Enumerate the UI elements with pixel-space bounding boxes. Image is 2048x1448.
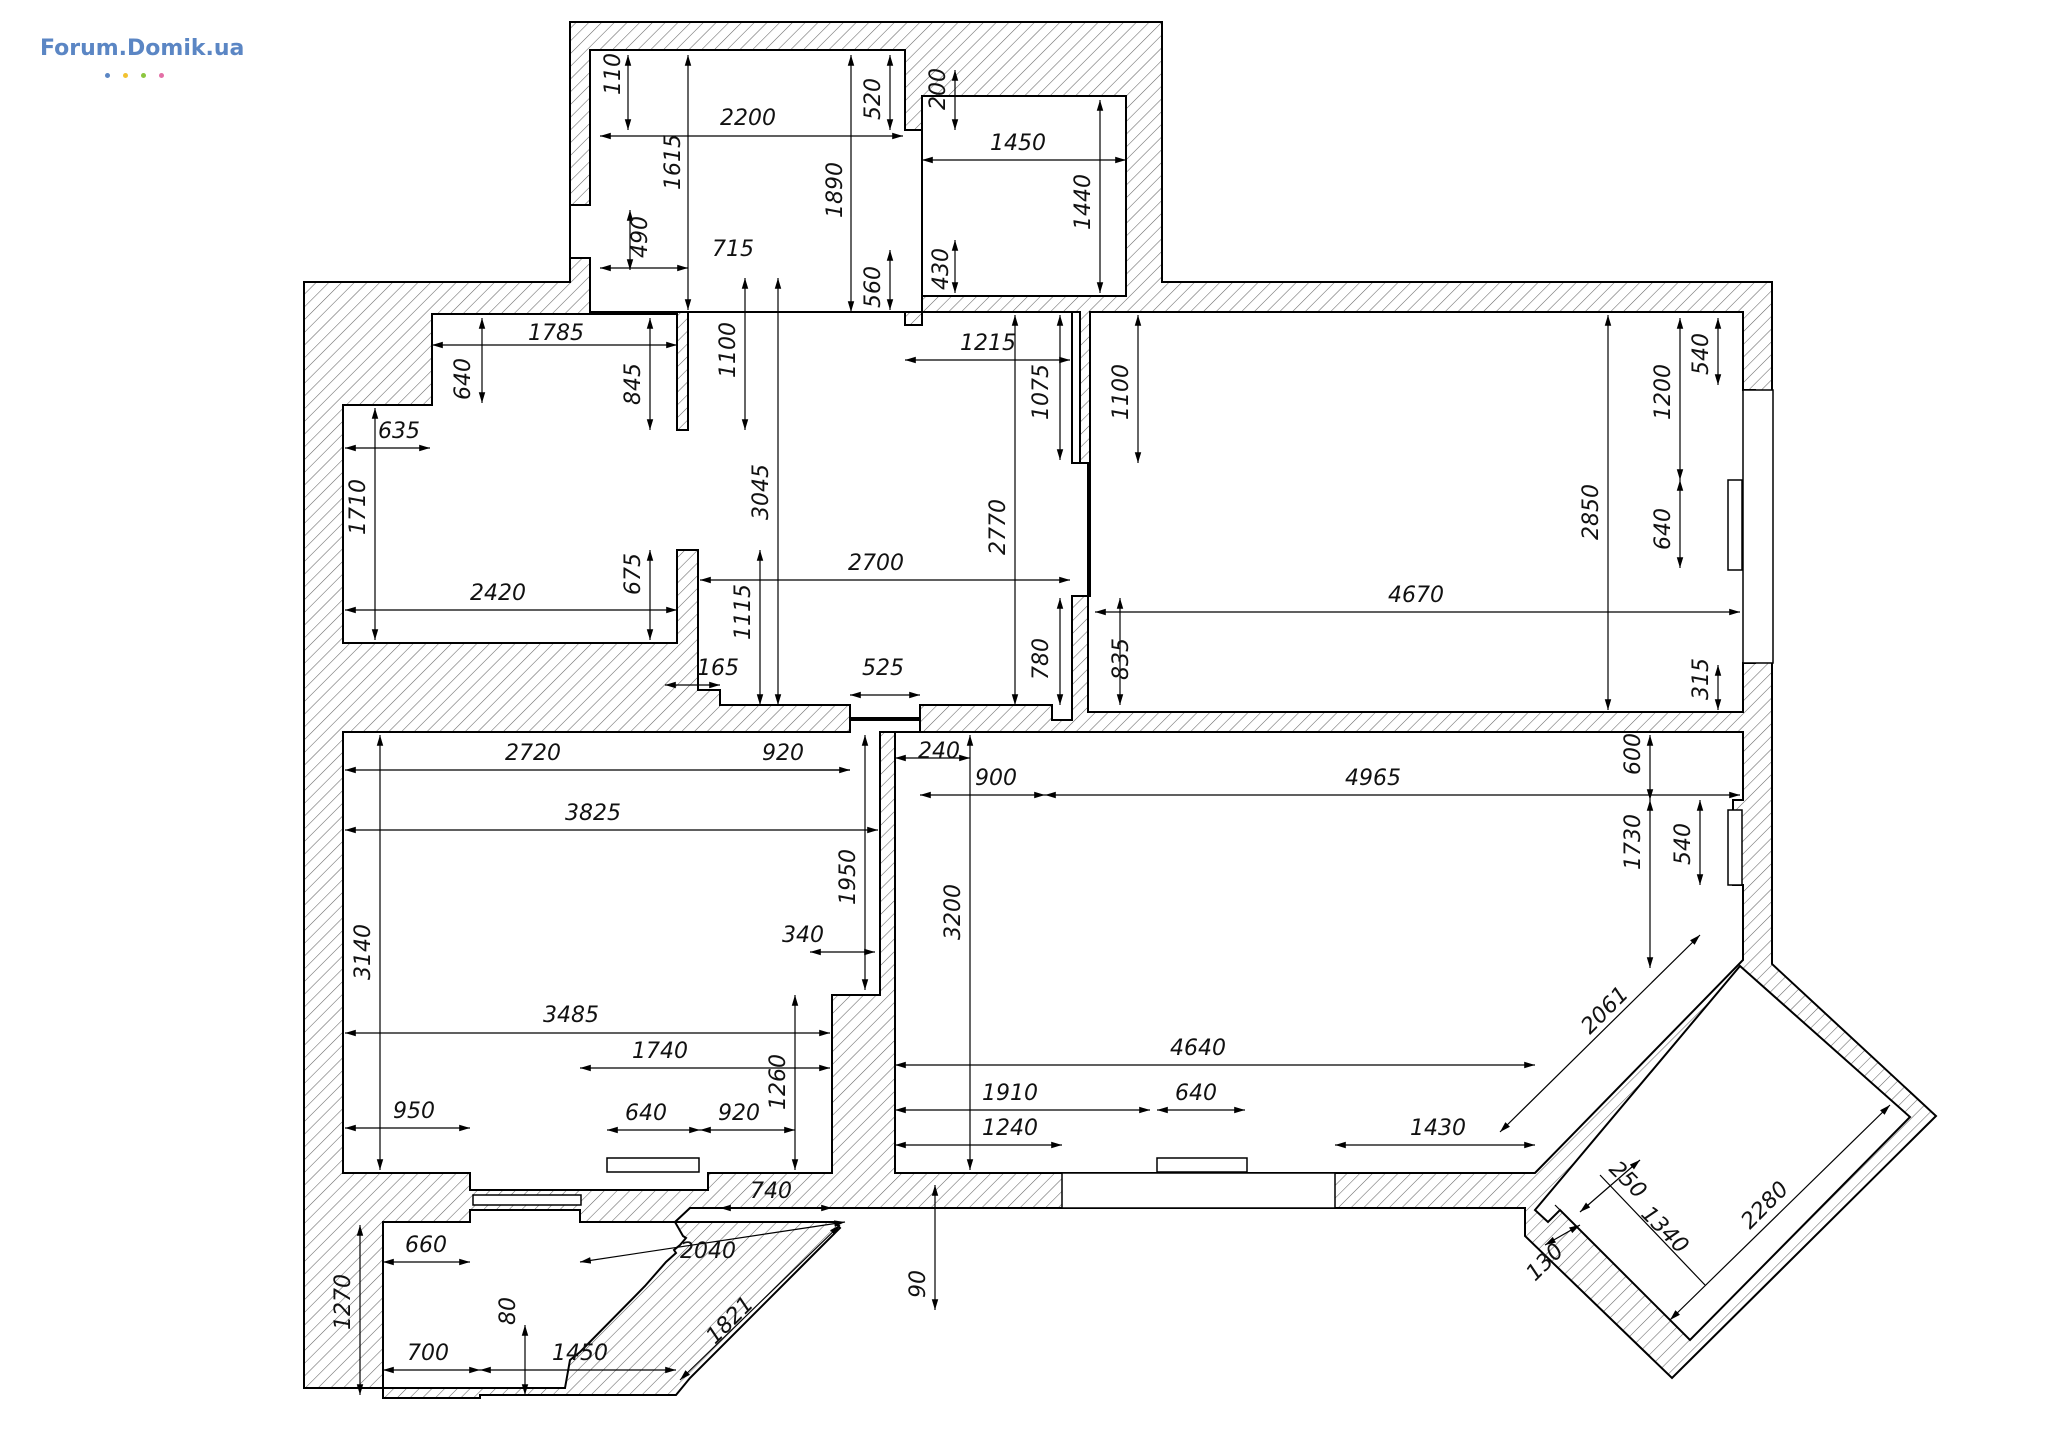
dim-label: 1910 (982, 1081, 1038, 1106)
dim-label: 165 (697, 656, 739, 681)
dim-label: 950 (393, 1099, 435, 1124)
dim-label: 1100 (716, 322, 741, 378)
dim-label: 240 (918, 739, 960, 764)
dim-label: 2420 (470, 581, 526, 606)
dim-label: 660 (405, 1233, 447, 1258)
dim-label: 1200 (1651, 364, 1676, 420)
dim-label: 700 (407, 1341, 449, 1366)
dim-label: 340 (782, 923, 824, 948)
dim-label: 1430 (1410, 1116, 1466, 1141)
dim-label: 315 (1689, 658, 1714, 700)
dim-label: 1740 (632, 1039, 688, 1064)
logo-dot (123, 73, 128, 78)
logo-dot (159, 73, 164, 78)
dim-label: 200 (926, 68, 951, 110)
dim-label: 3200 (941, 884, 966, 940)
dim-label: 740 (750, 1179, 792, 1204)
dim-label: 2061 (1577, 982, 1634, 1039)
dim-label: 1450 (990, 131, 1046, 156)
dim-label: 1115 (731, 584, 756, 640)
dim-label: 1730 (1621, 814, 1646, 870)
dim-label: 540 (1671, 823, 1696, 865)
window-bottom (1061, 1172, 1336, 1209)
dim-label: 1270 (331, 1274, 356, 1330)
dim-label: 640 (625, 1101, 667, 1126)
dim-label: 1785 (528, 321, 584, 346)
dim-label: 540 (1689, 333, 1714, 375)
dim-label: 640 (451, 358, 476, 400)
dim-label: 635 (378, 419, 420, 444)
radiator-right-2 (1727, 809, 1743, 886)
dimension-lines (345, 54, 1891, 1395)
dim-label: 1100 (1109, 364, 1134, 420)
dim-label: 715 (712, 237, 754, 262)
dim-label: 920 (762, 741, 804, 766)
window-right-top (1742, 389, 1774, 664)
site-logo[interactable]: Forum.Domik.ua (40, 36, 245, 61)
dim-label: 1240 (982, 1116, 1038, 1141)
dim-label: 2720 (505, 741, 561, 766)
dim-label: 4640 (1170, 1036, 1226, 1061)
dim-label: 80 (496, 1297, 521, 1325)
dim-label: 250 (1604, 1157, 1651, 1204)
dim-label: 110 (601, 53, 626, 95)
dim-label: 1260 (766, 1054, 791, 1110)
dim-label: 2770 (986, 499, 1011, 555)
dim-label: 560 (861, 266, 886, 308)
logo-dot (141, 73, 146, 78)
dim-label: 1890 (823, 162, 848, 218)
dim-label: 90 (906, 1270, 931, 1298)
dim-label: 1215 (960, 331, 1016, 356)
dim-label: 2700 (848, 551, 904, 576)
dim-label: 2850 (1579, 484, 1604, 540)
dim-label: 2200 (720, 106, 776, 131)
dim-label: 640 (1175, 1081, 1217, 1106)
radiator-right-1 (1727, 479, 1743, 571)
dim-label: 2280 (1737, 1177, 1794, 1234)
dim-label: 3140 (351, 924, 376, 980)
dim-label: 3045 (749, 464, 774, 520)
logo-dots (105, 63, 177, 82)
dim-label: 900 (975, 766, 1017, 791)
dim-label: 1615 (661, 134, 686, 190)
logo-dot (105, 73, 110, 78)
radiator-bottom-right (1156, 1157, 1248, 1173)
dim-label: 600 (1621, 733, 1646, 775)
dim-label: 2040 (680, 1239, 736, 1264)
door-opening-bottom (472, 1194, 582, 1206)
dim-label: 1710 (346, 479, 371, 535)
dim-label: 1440 (1071, 174, 1096, 230)
dimension-labels: 110 2200 1615 520 1890 560 715 490 200 1… (331, 53, 1794, 1366)
dim-label: 490 (628, 216, 653, 258)
dim-label: 845 (621, 363, 646, 405)
dim-label: 1950 (836, 849, 861, 905)
dim-label: 525 (862, 656, 904, 681)
dim-label: 835 (1109, 638, 1134, 680)
dim-label: 4965 (1345, 766, 1401, 791)
dim-label: 1450 (552, 1341, 608, 1366)
dim-label: 520 (861, 78, 886, 120)
dim-label: 780 (1029, 638, 1054, 680)
dim-label: 430 (929, 248, 954, 290)
dim-label: 920 (718, 1101, 760, 1126)
dim-label: 3485 (543, 1003, 599, 1028)
dim-label: 1340 (1636, 1202, 1693, 1259)
dim-label: 1075 (1029, 364, 1054, 420)
dim-label: 3825 (565, 801, 621, 826)
dim-label: 675 (621, 553, 646, 595)
dim-label: 640 (1651, 508, 1676, 550)
dim-label: 4670 (1388, 583, 1444, 608)
radiator-bottom-left (606, 1157, 700, 1173)
